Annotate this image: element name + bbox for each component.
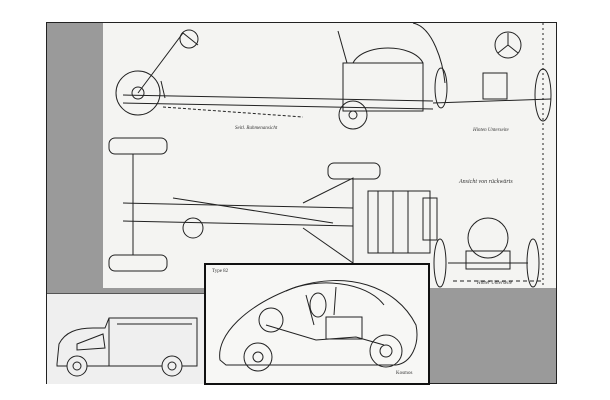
van-sketch [47,293,208,384]
chassis-blueprint: Seitl. Rahmenansicht Hinten Unterseite A… [103,23,556,288]
van-drawing [56,317,198,377]
cutaway-tag: Type 82 [212,269,229,274]
side-view-label: Seitl. Rahmenansicht [235,126,278,131]
steering-wheel-icon [179,29,199,49]
wheel-icon [258,307,284,333]
side-view-right-label: Hinten Unterseite [473,128,509,133]
photo-frame: Seitl. Rahmenansicht Hinten Unterseite A… [46,22,557,385]
rear-view-label: Ansicht von rückwärts [459,179,513,185]
blueprint-drawing [108,23,552,288]
cutaway-signature: Kosmos [396,371,413,376]
beetle-cutaway [219,280,418,372]
cutaway-drawing: Type 82 Kosmos [204,263,430,385]
bottom-note-label: Hinter Unterseite [477,281,513,286]
